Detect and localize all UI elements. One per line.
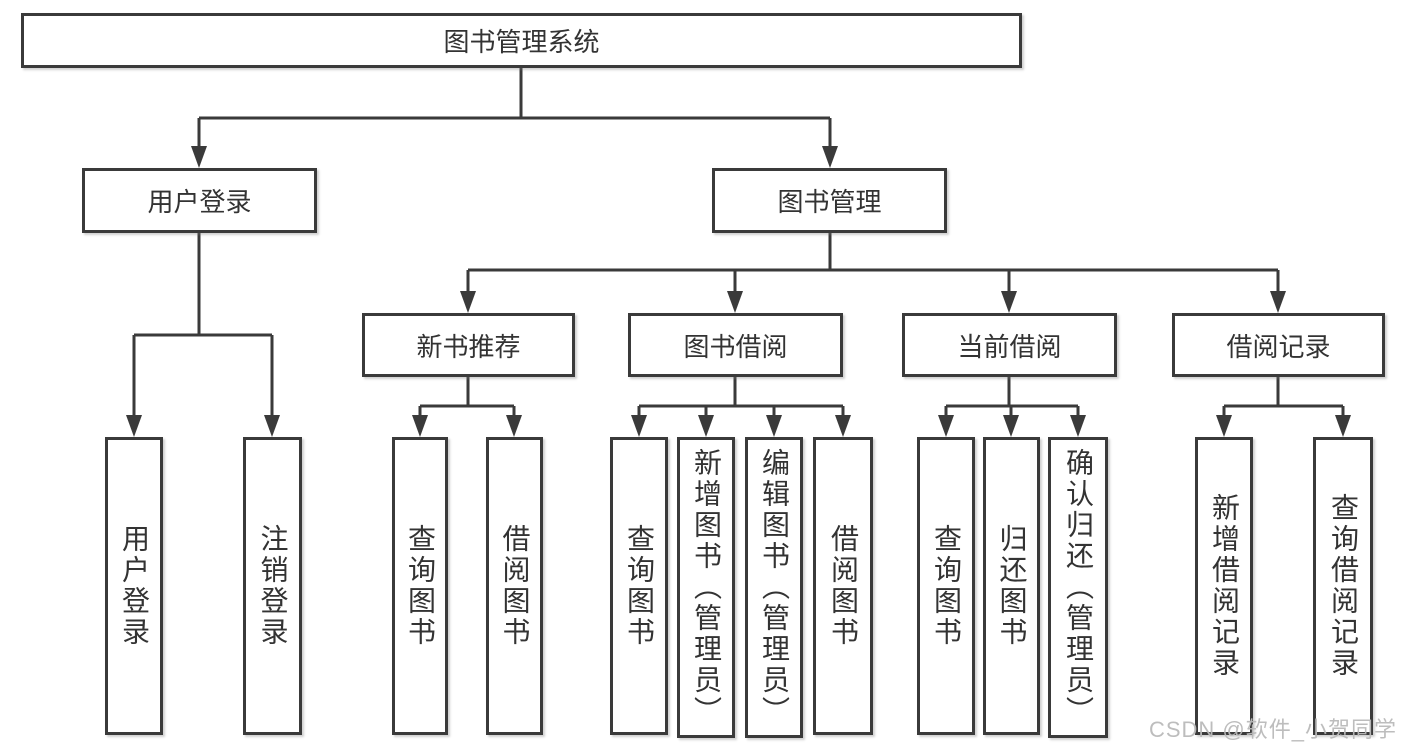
- node-label: 查询图书: [405, 524, 436, 648]
- node-label: 编辑图书（管理员）: [759, 448, 790, 727]
- leaf-add-books-admin: 新增图书（管理员）: [677, 437, 735, 738]
- leaf-edit-books-admin: 编辑图书（管理员）: [745, 437, 803, 738]
- node-label: 查询图书: [624, 524, 655, 648]
- leaf-return-books: 归还图书: [983, 437, 1040, 735]
- node-user-login: 用户登录: [82, 168, 317, 233]
- node-label: 查询图书: [931, 524, 962, 648]
- node-label: 查询借阅记录: [1328, 493, 1359, 679]
- node-borrow-records: 借阅记录: [1172, 313, 1385, 377]
- node-new-book-recommend: 新书推荐: [362, 313, 575, 377]
- node-label: 图书借阅: [683, 331, 788, 362]
- node-label: 当前借阅: [957, 331, 1062, 362]
- leaf-add-borrow-record: 新增借阅记录: [1195, 437, 1253, 735]
- node-label: 确认归还（管理员）: [1063, 448, 1094, 727]
- csdn-watermark: CSDN @软件_小贺同学: [1148, 717, 1397, 742]
- node-label: 注销登录: [257, 524, 289, 648]
- leaf-newrec-borrow-books: 借阅图书: [486, 437, 543, 735]
- node-label: 用户登录: [119, 524, 150, 648]
- node-label: 新增借阅记录: [1209, 493, 1240, 679]
- node-label: 归还图书: [996, 524, 1028, 648]
- leaf-borrow-books: 借阅图书: [813, 437, 873, 735]
- node-label: 新书推荐: [416, 331, 521, 362]
- node-current-borrow: 当前借阅: [902, 313, 1117, 377]
- leaf-confirm-return-admin: 确认归还（管理员）: [1048, 437, 1108, 738]
- leaf-newrec-query-books: 查询图书: [392, 437, 448, 735]
- node-label: 借阅记录: [1226, 331, 1331, 362]
- node-book-borrow: 图书借阅: [628, 313, 843, 377]
- node-book-management: 图书管理: [712, 168, 947, 233]
- leaf-borrow-query-books: 查询图书: [610, 437, 668, 735]
- node-label: 图书管理: [777, 187, 882, 217]
- leaf-user-login: 用户登录: [105, 437, 163, 735]
- node-label: 借阅图书: [499, 524, 531, 648]
- node-root-system: 图书管理系统: [21, 13, 1022, 68]
- node-label: 新增图书（管理员）: [691, 448, 722, 727]
- node-label: 图书管理系统: [443, 27, 600, 57]
- node-label: 用户登录: [147, 187, 252, 217]
- leaf-current-query-books: 查询图书: [917, 437, 975, 735]
- leaf-logout: 注销登录: [243, 437, 302, 735]
- leaf-query-borrow-record: 查询借阅记录: [1313, 437, 1373, 735]
- node-label: 借阅图书: [828, 524, 859, 648]
